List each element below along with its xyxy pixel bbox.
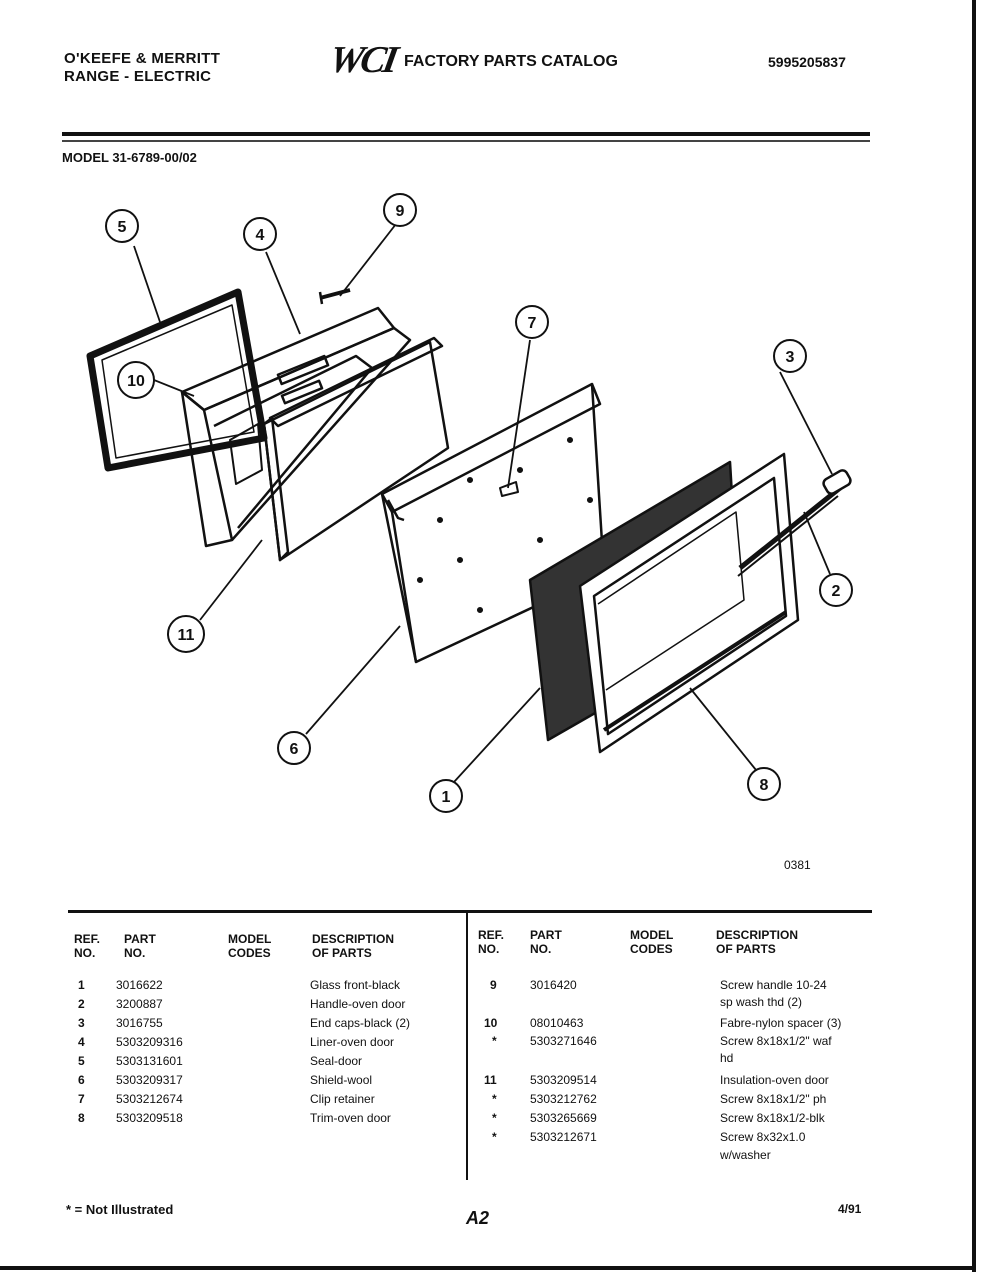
- product-line: RANGE - ELECTRIC: [64, 68, 212, 85]
- table-top-rule: [68, 910, 872, 913]
- exploded-door-diagram: 5 4 9 7 3 10 2 11 6 1 8: [86, 193, 853, 813]
- svg-text:4: 4: [256, 227, 265, 244]
- callout-9: 9: [383, 193, 417, 227]
- svg-text:3: 3: [786, 349, 795, 366]
- header-desc-left: DESCRIPTION OF PARTS: [312, 932, 395, 960]
- svg-text:5: 5: [118, 219, 127, 236]
- trim-oven-door-part: [578, 452, 800, 754]
- header-ref-left: REF. NO.: [74, 932, 101, 960]
- brand-block: O'KEEFE & MERRITT RANGE - ELECTRIC: [64, 50, 220, 86]
- callout-7: 7: [515, 305, 549, 339]
- table-column-divider: [466, 912, 468, 1180]
- insulation-part: [262, 336, 450, 562]
- header-desc-right: DESCRIPTION OF PARTS: [716, 928, 799, 956]
- svg-text:9: 9: [396, 203, 405, 220]
- header-model-left: MODEL CODES: [228, 932, 272, 960]
- callout-4: 4: [243, 217, 277, 251]
- svg-text:10: 10: [127, 373, 145, 390]
- page-frame-right: [972, 0, 976, 1272]
- header-part-right: PART NO.: [530, 928, 562, 956]
- header-ref-right: REF. NO.: [478, 928, 505, 956]
- callout-1: 1: [429, 779, 463, 813]
- callout-2: 2: [819, 573, 853, 607]
- model-number: MODEL 31-6789-00/02: [62, 150, 197, 165]
- header-rule-thin: [62, 140, 870, 142]
- callout-3: 3: [773, 339, 807, 373]
- header-part-left: PART NO.: [124, 932, 156, 960]
- brand-name: O'KEEFE & MERRITT: [64, 50, 221, 67]
- revision-date: 4/91: [838, 1202, 862, 1216]
- callout-11: 11: [167, 615, 205, 653]
- svg-text:2: 2: [832, 583, 841, 600]
- catalog-title: FACTORY PARTS CATALOG: [404, 53, 618, 70]
- svg-text:7: 7: [528, 315, 537, 332]
- callout-5: 5: [105, 209, 139, 243]
- handle-part: [737, 469, 852, 577]
- svg-text:1: 1: [442, 789, 451, 806]
- leader-lines: [133, 223, 833, 783]
- screw-part: [318, 288, 351, 305]
- not-illustrated-legend: * = Not Illustrated: [66, 1202, 174, 1217]
- page-frame-bottom: [0, 1266, 976, 1270]
- header-rule: [62, 132, 870, 136]
- callout-6: 6: [277, 731, 311, 765]
- svg-text:6: 6: [290, 741, 299, 758]
- figure-code: 0381: [784, 858, 811, 872]
- svg-text:8: 8: [760, 777, 769, 794]
- page-number: A2: [466, 1208, 490, 1228]
- wci-logo: WCI: [326, 39, 399, 81]
- catalog-number: 5995205837: [768, 54, 846, 70]
- seal-door-part: [86, 288, 268, 472]
- liner-oven-door-part: [180, 306, 412, 548]
- header-model-right: MODEL CODES: [630, 928, 674, 956]
- callout-10: 10: [117, 361, 155, 399]
- callout-8: 8: [747, 767, 781, 801]
- svg-text:11: 11: [178, 627, 195, 644]
